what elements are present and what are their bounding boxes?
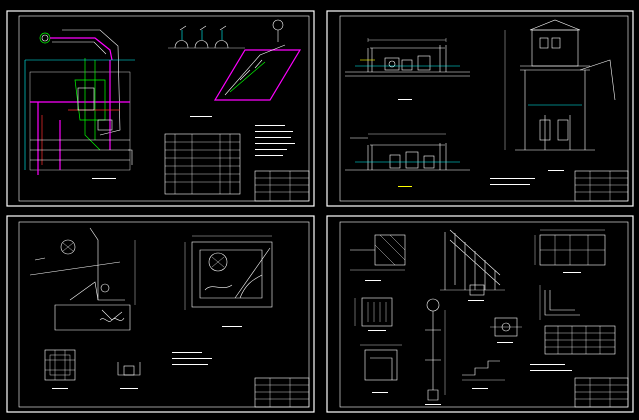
sheet-2-title-block [574, 170, 629, 202]
sheet-1-inner-frame [18, 15, 310, 202]
sheet-3-title-block [254, 377, 310, 408]
sheet-3-outer-frame [6, 215, 315, 413]
sheet-2 [326, 10, 634, 207]
sheet-2-notes [490, 178, 535, 185]
wall-corner-detail [350, 234, 406, 281]
lower-elevation [345, 133, 470, 187]
sheet-1 [6, 10, 315, 207]
sheet-4-inner-frame [339, 221, 629, 408]
sheet-4-schedule-table [544, 325, 616, 355]
sheet-1-notes [255, 125, 295, 156]
sheet-3-notes [172, 352, 212, 365]
sheet-3 [6, 215, 315, 413]
vertical-pipe-detail [425, 298, 446, 405]
sheet-1-outer-frame [6, 10, 315, 207]
grating-panel-detail [534, 229, 606, 273]
foundation-detail [360, 344, 402, 393]
sheet-4 [326, 215, 634, 413]
sheet-2-outer-frame [326, 10, 634, 207]
sheet-1-title-block [254, 170, 310, 202]
ladder-cage-detail [354, 297, 393, 331]
sheet-1-material-table [164, 133, 241, 195]
fitting-detail [117, 362, 141, 389]
pipe-isometric [168, 19, 302, 117]
stair-handrail-detail [440, 229, 505, 301]
pit-plan-detail [184, 235, 273, 327]
retaining-section-detail [29, 227, 136, 331]
sheet-3-inner-frame [18, 221, 310, 408]
bracket-detail [539, 285, 580, 320]
sheet-4-notes [530, 364, 572, 371]
pipe-layout-plan [24, 29, 135, 179]
sheet-4-title-block [574, 377, 629, 408]
valve-detail [490, 317, 522, 343]
section-view [504, 19, 616, 171]
small-plan-detail [44, 349, 76, 389]
sheet-2-inner-frame [339, 15, 629, 202]
sheet-4-outer-frame [326, 215, 634, 413]
upper-elevation [345, 38, 470, 100]
step-detail [462, 360, 505, 389]
